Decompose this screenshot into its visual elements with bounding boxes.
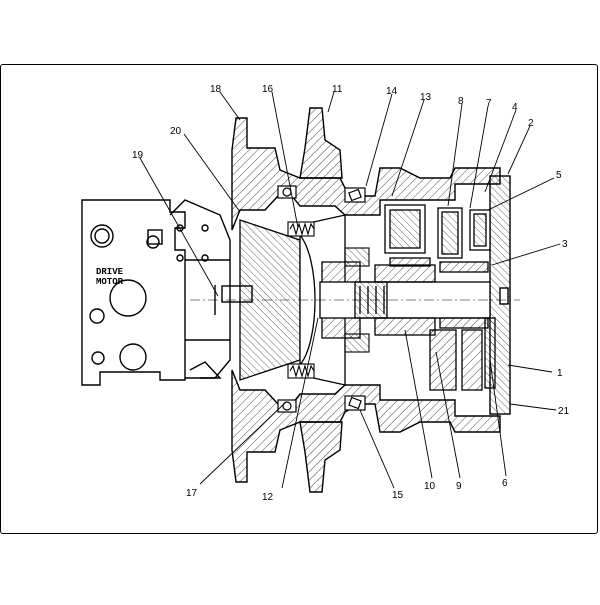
callout-labels: 1 2 3 4 5 6 7 8 9 10 11 12 13 14 15 16 1… [132,84,570,503]
motor-label-line2: MOTOR [96,277,124,287]
callout-18: 18 [210,84,222,95]
callout-11: 11 [332,84,343,95]
callout-1: 1 [557,368,563,379]
callout-5: 5 [556,170,562,181]
callout-19: 19 [132,150,144,161]
figure-frame [0,64,598,534]
callout-14: 14 [386,86,398,97]
callout-13: 13 [420,92,432,103]
drive-motor [81,199,253,386]
callout-10: 10 [424,481,436,492]
callout-3: 3 [562,239,568,250]
leader-lines [139,91,561,489]
callout-20: 20 [170,126,182,137]
callout-2: 2 [528,118,534,129]
callout-6: 6 [502,478,508,489]
callout-8: 8 [458,96,464,107]
callout-15: 15 [392,490,404,501]
planetary-gears [384,204,496,391]
callout-4: 4 [512,102,518,113]
bearings [277,185,366,413]
callout-7: 7 [486,98,492,109]
callout-21: 21 [558,406,570,417]
callout-12: 12 [262,492,274,503]
motor-label-line1: DRIVE [96,267,124,277]
callout-17: 17 [186,488,198,499]
callout-16: 16 [262,84,274,95]
callout-9: 9 [456,481,462,492]
